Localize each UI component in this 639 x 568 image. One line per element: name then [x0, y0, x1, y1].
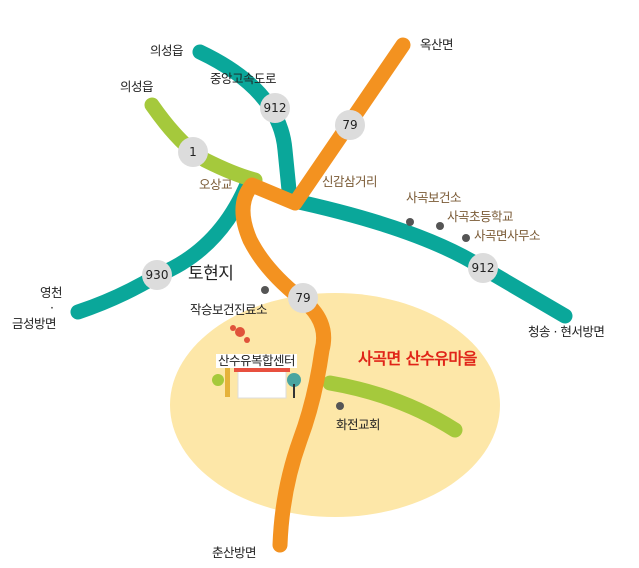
road-lower-green — [322, 375, 463, 438]
label-oksan: 옥산면 — [420, 37, 454, 52]
village-area — [170, 293, 500, 517]
label-yeongcheon: 영천 — [40, 285, 63, 300]
shield-912-east: 912 — [472, 261, 495, 275]
label-singam: 신감삼거리 — [322, 174, 378, 189]
shield-912-north: 912 — [264, 101, 287, 115]
shield-79-south: 79 — [295, 291, 310, 305]
label-uiseong-top: 의성읍 — [150, 43, 184, 58]
label-geumseong: 금성방면 — [12, 316, 57, 331]
road-930 — [70, 174, 256, 320]
label-village: 사곡면 산수유마을 — [358, 349, 477, 368]
label-sagok-school: 사곡초등학교 — [447, 209, 514, 224]
shield-79-north: 79 — [342, 118, 357, 132]
label-tohyeonji: 토현지 — [188, 264, 234, 284]
center-building-icon — [212, 325, 301, 399]
shield-1: 1 — [189, 145, 197, 159]
label-uiseong-left: 의성읍 — [120, 79, 154, 94]
label-cheongsong: 청송 · 현서방면 — [528, 324, 605, 339]
label-expressway: 중앙고속도로 — [210, 71, 277, 86]
label-chunsan: 춘산방면 — [212, 545, 257, 560]
shield-930: 930 — [146, 268, 169, 282]
label-separator: · — [50, 300, 54, 315]
shields — [142, 93, 498, 313]
label-sagok-office: 사곡면사무소 — [474, 228, 541, 243]
label-hwajeon: 화전교회 — [336, 417, 381, 432]
label-center: 산수유복합센터 — [216, 353, 298, 368]
road-79 — [235, 37, 411, 553]
label-osanggyo: 오상교 — [199, 177, 233, 192]
label-jakseung: 작승보건진료소 — [190, 302, 268, 317]
label-sagok-health: 사곡보건소 — [406, 190, 462, 205]
poi-dots — [261, 218, 470, 410]
